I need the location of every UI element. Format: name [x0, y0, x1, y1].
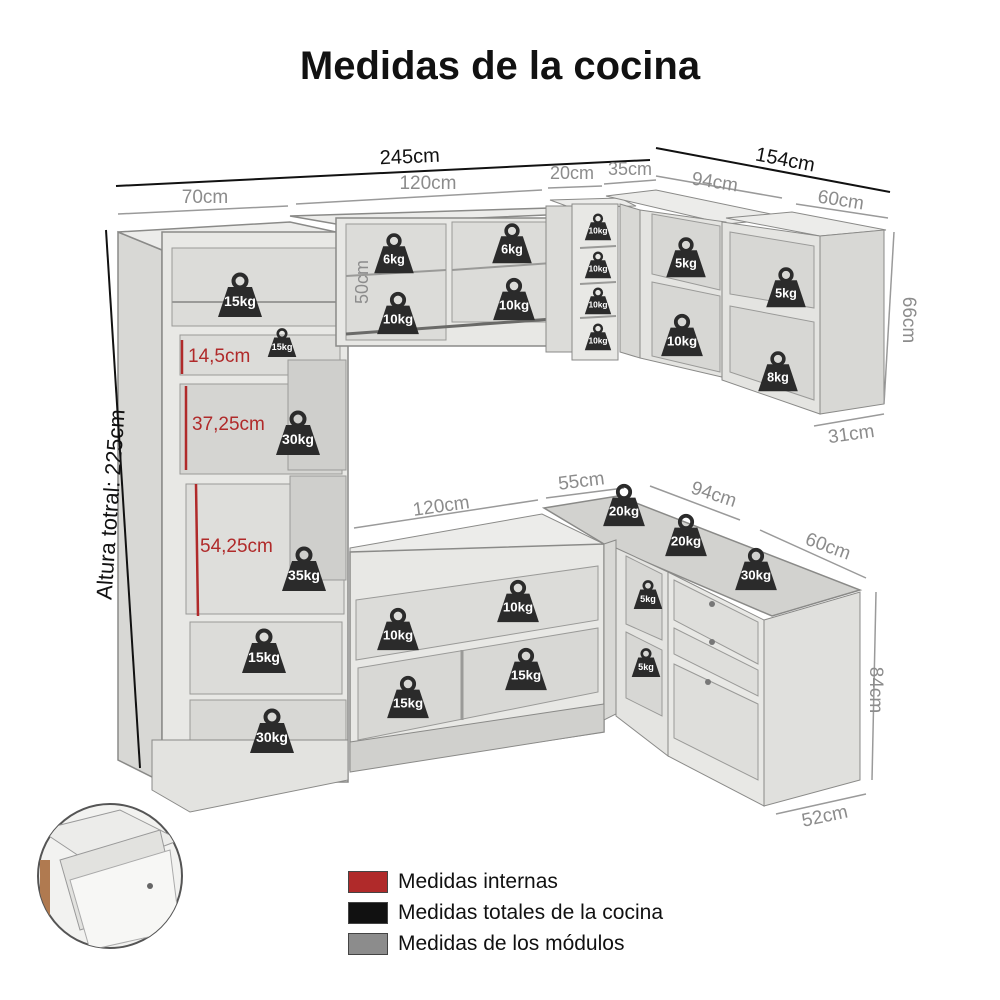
drawer-inset: [37, 803, 183, 949]
weight-tower-top-icon: 15kg: [216, 272, 264, 319]
weight-lower-bot-l-icon: 15kg: [385, 675, 431, 721]
legend-swatch-internal: [348, 870, 388, 893]
weight-label: 10kg: [383, 628, 413, 643]
weight-label: 5kg: [775, 286, 797, 300]
legend-label-internal: Medidas internas: [398, 869, 558, 893]
tower-cabinet: [117, 221, 349, 813]
dim-lower-width: 120cm: [412, 492, 471, 521]
weight-lower-shelf-r-icon: 10kg: [495, 579, 541, 625]
upper-end-cabinet: [721, 211, 887, 415]
weight-end-bot-icon: 8kg: [756, 351, 800, 394]
weight-label: 30kg: [256, 729, 288, 745]
weight-icons: 15kg 15kg 30kg 35kg 15kg 30kg 6kg 10kg 6kg 10kg 10…: [83, 213, 808, 895]
legend-label-total: Medidas totales de la cocina: [398, 900, 663, 924]
weight-lower-shelf-l-icon: 10kg: [375, 607, 421, 653]
weight-corner-bot-icon: 10kg: [659, 313, 705, 359]
legend: Medidas internas Medidas totales de la c…: [348, 866, 663, 959]
weight-label: 10kg: [503, 600, 533, 615]
dim-lower-corner-width: 94cm: [688, 478, 739, 512]
internal-measure-lines: [180, 340, 200, 617]
dim-upper-depth: 31cm: [827, 421, 876, 448]
weight-label: 8kg: [767, 370, 789, 384]
weight-label: 6kg: [501, 242, 523, 256]
weight-label: 30kg: [282, 431, 314, 447]
weight-label: 5kg: [675, 256, 697, 270]
legend-label-module: Medidas de los módulos: [398, 931, 625, 955]
legend-item-total: Medidas totales de la cocina: [348, 897, 663, 928]
weight-upper-a-top-icon: 6kg: [372, 233, 416, 276]
dim-lower-height: 84cm: [865, 667, 886, 713]
weight-counter-mid-icon: 20kg: [663, 513, 709, 559]
weight-label: 15kg: [248, 649, 280, 665]
weight-end-top-icon: 5kg: [764, 267, 808, 310]
weight-tower-low2-icon: 30kg: [248, 708, 296, 755]
weight-corner-low-bot-icon: 5kg: [630, 648, 662, 679]
weight-spice1-icon: 10kg: [583, 213, 613, 242]
weight-label: 15kg: [224, 293, 256, 309]
weight-counter-end-icon: 30kg: [733, 547, 779, 593]
weight-corner-top-icon: 5kg: [664, 237, 708, 280]
dim-upper-height: 66cm: [898, 297, 919, 343]
weight-label: 10kg: [588, 336, 607, 346]
weight-label: 10kg: [383, 312, 413, 327]
legend-item-internal: Medidas internas: [348, 866, 663, 897]
dim-corner-upper: 35cm: [608, 159, 652, 179]
weight-label: 5kg: [640, 594, 656, 604]
weight-lower-bot-r-icon: 15kg: [503, 647, 549, 693]
weight-label: 15kg: [272, 342, 293, 352]
weight-label: 20kg: [671, 534, 701, 549]
weight-label: 10kg: [588, 300, 607, 310]
weight-label: 15kg: [393, 696, 423, 711]
weight-upper-b-bot-icon: 10kg: [491, 277, 537, 323]
module-dimension-lines: [117, 175, 895, 815]
weight-label: 30kg: [741, 568, 771, 583]
weight-spice4-icon: 10kg: [583, 323, 613, 352]
weight-upper-a-bot-icon: 10kg: [375, 291, 421, 337]
weight-label: 35kg: [288, 567, 320, 583]
dim-niche-height: 50cm: [352, 260, 372, 304]
total-dimension-lines: [105, 147, 891, 769]
weight-tower-mid-icon: 30kg: [274, 410, 322, 457]
weight-label: 6kg: [383, 252, 405, 266]
weight-spice2-icon: 10kg: [583, 251, 613, 280]
weight-counter-corner-icon: 20kg: [601, 483, 647, 529]
internal-measure-1: 14,5cm: [188, 346, 250, 367]
weight-label: 15kg: [511, 668, 541, 683]
legend-swatch-total: [348, 901, 388, 924]
weight-tower-oven-icon: 35kg: [280, 546, 328, 593]
weight-label: 5kg: [638, 662, 654, 672]
dim-spice-width: 20cm: [550, 163, 594, 183]
weight-corner-low-top-icon: 5kg: [632, 580, 664, 611]
weight-label: 20kg: [609, 504, 639, 519]
weight-upper-b-top-icon: 6kg: [490, 223, 534, 266]
weight-label: 10kg: [588, 226, 607, 236]
dim-tower-width: 70cm: [182, 187, 228, 208]
dim-upper-end-width: 60cm: [816, 187, 865, 215]
weight-label: 10kg: [588, 264, 607, 274]
internal-measure-3: 54,25cm: [200, 536, 273, 557]
weight-spice3-icon: 10kg: [583, 287, 613, 316]
weight-label: 10kg: [499, 298, 529, 313]
dim-lower-end-width: 60cm: [802, 529, 853, 565]
dim-upper-width: 120cm: [399, 173, 456, 194]
legend-item-module: Medidas de los módulos: [348, 928, 663, 959]
dim-total-width: 245cm: [379, 145, 440, 170]
weight-label: 10kg: [667, 334, 697, 349]
weight-tower-low1-icon: 15kg: [240, 628, 288, 675]
dim-upper-corner-width: 94cm: [690, 169, 739, 197]
weight-tower-small-icon: 15kg: [266, 328, 298, 359]
dim-lower-depth: 52cm: [800, 802, 850, 832]
legend-swatch-module: [348, 932, 388, 955]
page-title: Medidas de la cocina: [299, 44, 701, 88]
internal-measure-2: 37,25cm: [192, 414, 265, 435]
